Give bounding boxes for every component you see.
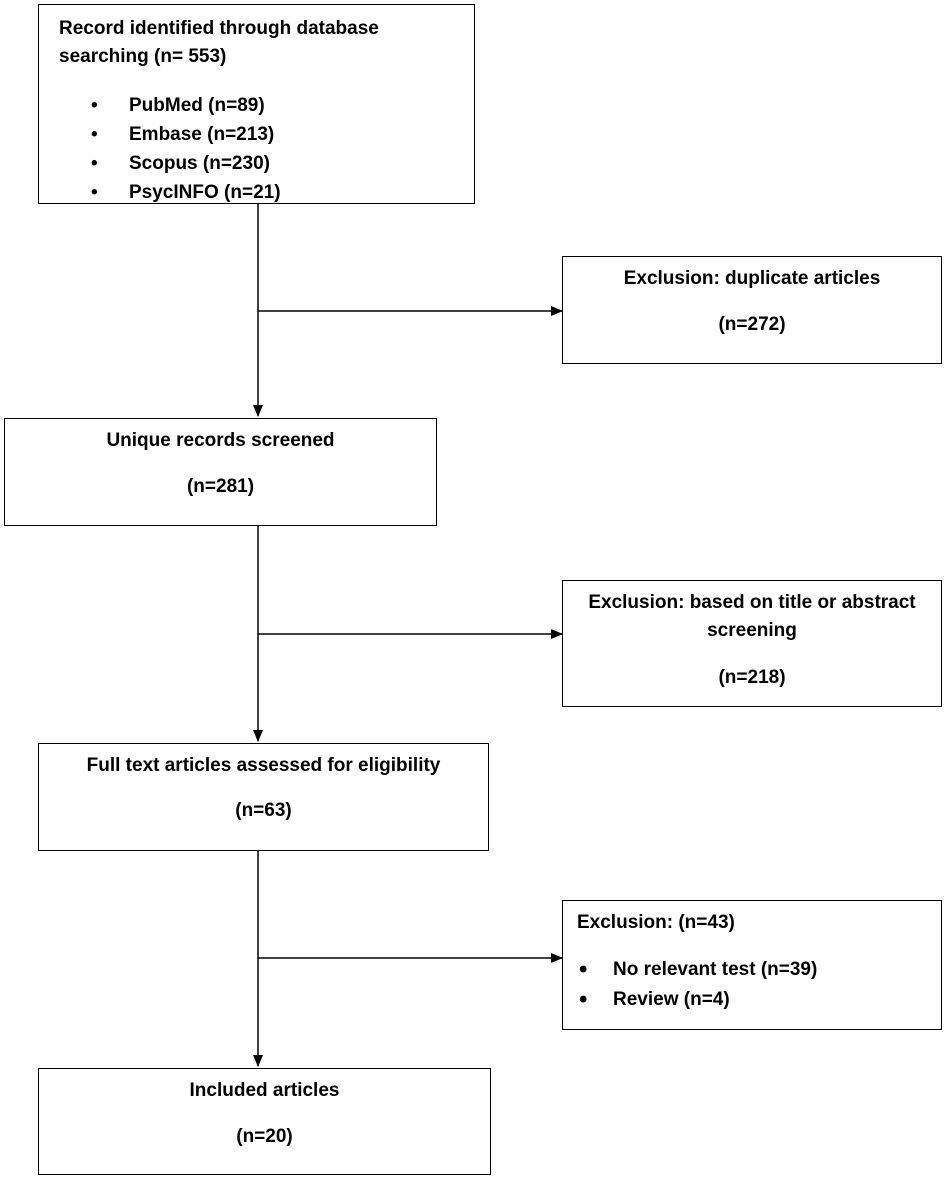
screening-label: Unique records screened [106,430,335,451]
exclusion-duplicates-box: Exclusion: duplicate articles (n=272) [562,256,942,364]
included-count: (n=20) [236,1126,293,1147]
eligibility-label: Full text articles assessed for eligibil… [86,755,441,776]
screening-count: (n=281) [186,476,255,497]
exclusion-fulltext-label: Exclusion: (n=43) [577,912,735,933]
exclusion-duplicates-count: (n=272) [718,314,786,335]
eligibility-box: Full text articles assessed for eligibil… [38,743,489,851]
list-item: •Scopus (n=230) [91,153,270,174]
database-source-list: •PubMed (n=89) •Embase (n=213) •Scopus (… [91,91,281,207]
list-item: •Review (n=4) [579,986,730,1013]
list-item: •Embase (n=213) [91,124,275,145]
list-item: •PubMed (n=89) [91,95,265,116]
included-box: Included articles (n=20) [38,1068,491,1175]
screening-box: Unique records screened (n=281) [4,418,437,526]
exclusion-title-abstract-box: Exclusion: based on title or abstract sc… [562,580,942,707]
identification-box: Record identified through database searc… [38,4,475,204]
included-label: Included articles [189,1080,340,1101]
exclusion-title-abstract-label: Exclusion: based on title or abstract sc… [588,592,916,641]
exclusion-reason-list: •No relevant test (n=39) •Review (n=4) [577,955,817,1015]
eligibility-count: (n=63) [235,800,292,821]
identification-title: Record identified through database searc… [59,18,379,67]
exclusion-title-abstract-count: (n=218) [718,667,786,688]
exclusion-fulltext-box: Exclusion: (n=43) •No relevant test (n=3… [562,900,942,1030]
exclusion-duplicates-label: Exclusion: duplicate articles [623,268,881,289]
list-item: •PsycINFO (n=21) [91,182,281,203]
list-item: •No relevant test (n=39) [579,956,818,983]
